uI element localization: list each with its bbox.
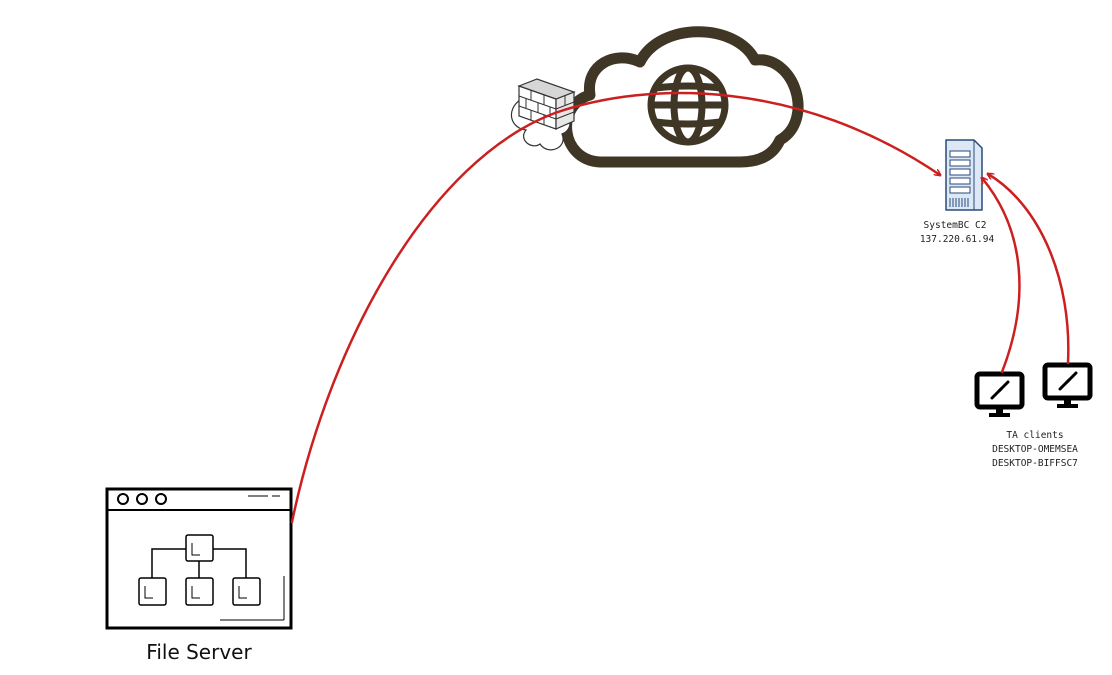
remote-desktop-arrows-icon bbox=[1058, 371, 1078, 391]
c2-name-label: SystemBC C2 bbox=[924, 220, 987, 231]
connection-file-server-to-c2 bbox=[290, 91, 940, 524]
internet-cloud-icon bbox=[561, 26, 804, 168]
c2-server-icon bbox=[945, 139, 983, 211]
globe-icon bbox=[647, 64, 729, 146]
connection-client-1-to-c2 bbox=[982, 178, 1021, 374]
c2-ip-label: 137.220.61.94 bbox=[920, 234, 995, 245]
connection-client-2-to-c2 bbox=[988, 174, 1070, 365]
file-server-label: File Server bbox=[146, 640, 252, 664]
client-monitor-icon bbox=[974, 371, 1025, 417]
file-server-icon bbox=[105, 487, 293, 630]
clients-title: TA clients bbox=[1006, 430, 1063, 441]
client-host-1: DESKTOP-OMEMSEA bbox=[992, 444, 1078, 455]
client-monitor-icon bbox=[1042, 362, 1093, 408]
client-host-2: DESKTOP-BIFFSC7 bbox=[992, 458, 1078, 469]
remote-desktop-arrows-icon bbox=[990, 380, 1010, 400]
